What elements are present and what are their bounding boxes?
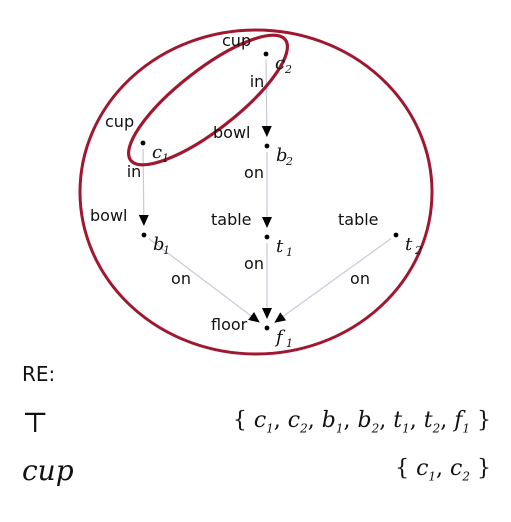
comma: , — [409, 408, 424, 434]
re-title: RE: — [22, 362, 56, 386]
cup-set-ellipse — [126, 33, 290, 167]
node-b1: bowl b1 — [90, 206, 170, 257]
node-dot — [393, 232, 399, 238]
edge-c2-b2: in — [250, 59, 272, 138]
node-label: floor — [211, 315, 248, 334]
edge-label: in — [250, 72, 265, 91]
referent-set-top: { c1, c2, b1, b2, t1, t2, f1 } — [233, 408, 491, 435]
node-variable: t — [276, 236, 284, 257]
node-label: table — [211, 210, 252, 229]
node-label: table — [338, 210, 379, 229]
edge-label: on — [244, 254, 264, 273]
node-label: cup — [105, 112, 134, 131]
edge-line — [274, 238, 392, 323]
node-variable-subscript: 1 — [162, 152, 169, 165]
node-label: bowl — [213, 123, 250, 142]
node-label: cup — [222, 31, 251, 50]
edge-b1-f1: on — [148, 238, 260, 323]
node-variable: c — [152, 142, 162, 163]
node-variable-subscript: 1 — [286, 246, 293, 259]
node-dot — [264, 325, 270, 331]
set-element: t2 — [423, 408, 441, 436]
comma: , — [379, 408, 394, 434]
node-variable: f — [274, 327, 286, 348]
brace-open: { — [395, 456, 417, 482]
node-dot — [141, 232, 147, 238]
edge-label: on — [350, 269, 370, 288]
comma: , — [343, 408, 358, 434]
node-variable-subscript: 1 — [286, 337, 293, 350]
set-element: f1 — [454, 408, 470, 436]
set-element: b2 — [357, 408, 380, 436]
edge-line — [261, 59, 272, 138]
node-variable-subscript: 2 — [414, 244, 422, 257]
node-variable: c — [275, 53, 285, 74]
node-variable-subscript: 2 — [285, 155, 293, 168]
edge-t2-f1: on — [274, 238, 392, 323]
edge-t1-f1: on — [244, 243, 272, 319]
node-variable: b — [276, 145, 288, 166]
comma: , — [273, 408, 288, 434]
edge-line — [148, 238, 260, 323]
node-dot — [140, 140, 146, 146]
edge-label: in — [127, 162, 142, 181]
node-variable-subscript: 2 — [284, 63, 292, 76]
brace-close: } — [470, 408, 491, 434]
node-dot — [264, 143, 270, 149]
edge-b2-t1: on — [244, 152, 272, 228]
comma: , — [307, 408, 322, 434]
node-variable: t — [405, 234, 413, 255]
cup-symbol: cup — [22, 453, 74, 487]
edge-label: on — [244, 163, 264, 182]
node-dot — [264, 234, 270, 240]
brace-close: } — [470, 456, 491, 482]
set-element: c1 — [416, 456, 437, 484]
comma: , — [436, 456, 451, 482]
re-row-cup: cup { c1, c2 } — [22, 452, 491, 488]
node-label: bowl — [90, 206, 127, 225]
node-variable-subscript: 1 — [163, 244, 170, 257]
edge-line — [138, 148, 149, 227]
edge-c1-b1: in — [127, 148, 149, 227]
set-element: c2 — [287, 408, 308, 436]
node-variable: b — [153, 234, 165, 255]
set-element: c1 — [253, 408, 274, 436]
comma: , — [440, 408, 455, 434]
re-row-top: ⊤ { c1, c2, b1, b2, t1, t2, f1 } — [22, 404, 491, 440]
set-element: t1 — [393, 408, 410, 436]
set-element: c2 — [450, 456, 470, 484]
set-element: b1 — [321, 408, 344, 436]
edge-label: on — [171, 269, 191, 288]
top-symbol: ⊤ — [22, 405, 49, 439]
node-b2: bowl b2 — [213, 123, 293, 168]
node-dot — [263, 51, 269, 57]
referent-set-cup: { c1, c2 } — [395, 456, 491, 483]
brace-open: { — [232, 408, 254, 434]
referent-set-circle — [78, 28, 434, 356]
